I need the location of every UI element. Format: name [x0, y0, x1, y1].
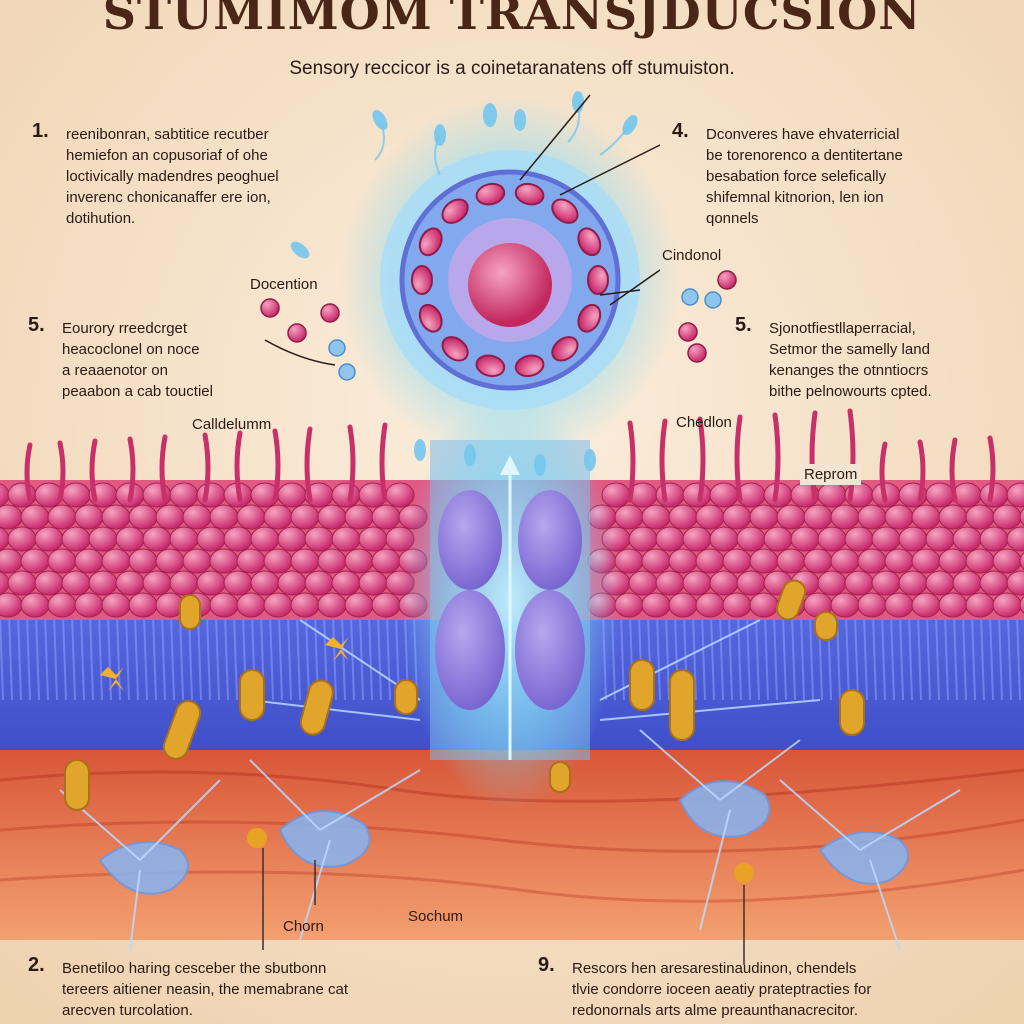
label-chorn: Chorn — [283, 918, 324, 935]
step-1: 1. reenibonran, sabtitice recutber hemie… — [32, 120, 362, 229]
step-text: Dconveres have ehvaterricial be torenore… — [706, 126, 903, 227]
label-cindonol: Cindonol — [662, 247, 722, 264]
step-number: 4. — [672, 120, 689, 142]
step-number: 5. — [735, 314, 752, 336]
step-text: Eourory rreedcrget heacoclonel on noce a… — [62, 320, 213, 400]
step-4: 4. Dconveres have ehvaterricial be toren… — [672, 120, 1002, 229]
step-number: 2. — [28, 954, 45, 976]
label-sochum: Sochum — [408, 908, 464, 925]
step-text: reenibonran, sabtitice recutber hemiefon… — [66, 126, 279, 227]
step-text: Rescors hen aresarestinaudinon, chendels… — [572, 960, 872, 1019]
label-reprom: Reprom — [800, 464, 862, 485]
step-number: 1. — [32, 120, 49, 142]
label-calldelumm: Calldelumm — [192, 416, 272, 433]
step-5-left: 5. Eourory rreedcrget heacoclonel on noc… — [28, 314, 288, 402]
label-chedlon: Chedlon — [676, 414, 732, 431]
step-9: 9. Rescors hen aresarestinaudinon, chend… — [538, 954, 998, 1021]
step-2: 2. Benetiloo haring cesceber the sbutbon… — [28, 954, 488, 1021]
label-docention: Docention — [250, 276, 318, 293]
step-text: Sjonotfiestllaperracial, Setmor the same… — [769, 320, 932, 400]
step-number: 5. — [28, 314, 45, 336]
diagram-subtitle: Sensory reccicor is a coinetaranatens of… — [289, 58, 735, 79]
diagram-title: STUMIMOM TRANSJDUCSION — [102, 0, 922, 40]
step-number: 9. — [538, 954, 555, 976]
step-text: Benetiloo haring cesceber the sbutbonn t… — [62, 960, 348, 1019]
step-5-right: 5. Sjonotfiestllaperracial, Setmor the s… — [735, 314, 1015, 402]
